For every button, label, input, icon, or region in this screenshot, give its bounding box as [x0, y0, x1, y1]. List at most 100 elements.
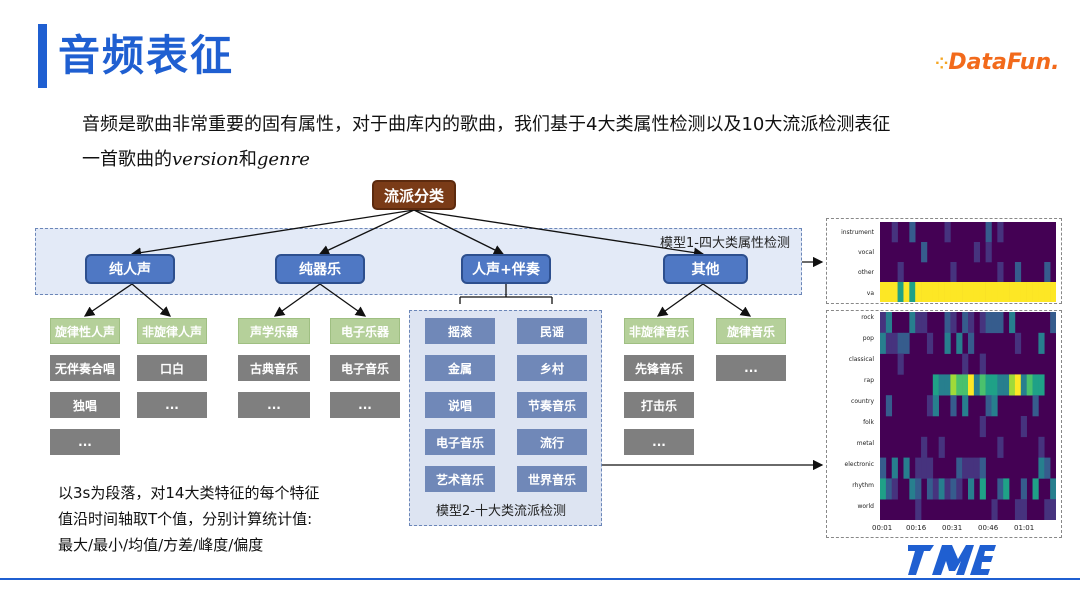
heatmap-cell [1026, 374, 1033, 396]
heatmap-cell [885, 395, 893, 417]
heatmap-cell [897, 332, 904, 354]
heatmap-cell [880, 457, 887, 479]
heatmap-cell [903, 457, 910, 479]
logo-text: DataFun. [948, 50, 1060, 75]
leaf-ellipsis: ... [238, 392, 310, 418]
heatmap-cell [903, 332, 910, 354]
heatmap-cell [891, 332, 898, 354]
heatmap-xtick: 00:31 [942, 524, 963, 532]
heatmap-cell [897, 282, 904, 302]
heatmap-label-va: va [866, 290, 874, 297]
heatmap-cell [973, 282, 981, 302]
leaf-percussion: 打击乐 [624, 392, 694, 418]
heatmap-cell [926, 282, 934, 302]
genre-rhythm: 节奏音乐 [517, 392, 587, 418]
heatmap-xtick: 00:46 [978, 524, 999, 532]
heatmap-cell [1032, 395, 1039, 417]
heatmap-cell [944, 374, 951, 396]
genre-rock: 摇滚 [425, 318, 495, 344]
heatmap-label-classical: classical [848, 356, 874, 363]
leaf-non-melodic-music: 非旋律音乐 [624, 318, 694, 344]
heatmap-xtick: 01:01 [1014, 524, 1035, 532]
heatmap-cell [909, 478, 916, 500]
heatmap-label-instrument: instrument [841, 229, 874, 236]
datafun-logo: ⁘DataFun. [935, 50, 1059, 75]
heatmap-cell [997, 478, 1004, 500]
heatmap-cell [880, 312, 887, 334]
heatmap-label-other: other [858, 269, 874, 276]
heatmap-cell [991, 312, 998, 334]
heatmap-cell [1038, 282, 1045, 302]
heatmap-cell [985, 222, 992, 243]
heatmap-cell [962, 353, 969, 375]
heatmap-cell [915, 457, 922, 479]
heatmap-cell [1050, 312, 1056, 334]
leaf-ellipsis: ... [716, 355, 786, 381]
heatmap-cell [880, 332, 887, 354]
heatmap-cell [968, 332, 975, 354]
heatmap-cell [921, 242, 928, 263]
heatmap-label-rap: rap [864, 377, 874, 384]
heatmap-cell [932, 282, 939, 302]
leaf-ellipsis: ... [330, 392, 400, 418]
heatmap-cell [973, 457, 981, 479]
bottom-rule [0, 578, 1080, 580]
heatmap-cell [985, 312, 992, 334]
heatmap-cell [985, 282, 992, 302]
leaf-ellipsis: ... [624, 429, 694, 455]
model2-label: 模型2-十大类流派检测 [436, 504, 566, 519]
heatmap-cell [973, 374, 981, 396]
leaf-avant-garde: 先锋音乐 [624, 355, 694, 381]
heatmap-cell [921, 436, 928, 458]
heatmap-cell [915, 282, 922, 302]
heatmap-cell [991, 374, 998, 396]
heatmap-label-pop: pop [862, 335, 874, 342]
heatmap-cell [1020, 282, 1027, 302]
heatmap-cell [979, 282, 986, 302]
title-accent-bar [38, 24, 47, 88]
heatmap-cell [950, 282, 957, 302]
heatmap-cell [915, 499, 922, 520]
heatmap-cell [897, 353, 904, 375]
heatmap-cell [968, 282, 975, 302]
heatmap-cell [979, 457, 986, 479]
description-and: 和 [238, 149, 257, 170]
description-version: version [172, 149, 239, 170]
heatmap-cell [968, 457, 975, 479]
heatmap-cell [1020, 478, 1027, 500]
heatmap-cell [956, 478, 963, 500]
heatmap-cell [938, 374, 945, 396]
heatmap-cell [932, 395, 939, 417]
heatmap-cell [932, 478, 939, 500]
genre-country: 乡村 [517, 355, 587, 381]
heatmap-cell [932, 374, 939, 396]
heatmap-label-folk: folk [863, 419, 874, 426]
heatmap-cell [1044, 262, 1051, 283]
heatmap-cell [1014, 282, 1022, 302]
heatmap-cell [968, 374, 975, 396]
heatmap-cell [991, 282, 998, 302]
heatmap-cell [979, 312, 986, 334]
heatmap-cell [1003, 374, 1010, 396]
genre-rap: 说唱 [425, 392, 495, 418]
heatmap-label-metal: metal [856, 440, 874, 447]
heatmap-cell [944, 332, 951, 354]
heatmap-cell [1032, 478, 1039, 500]
heatmap-label-rock: rock [861, 314, 874, 321]
heatmap-cell [1009, 282, 1016, 302]
heatmap-cell [909, 282, 916, 302]
heatmap-cell [950, 374, 957, 396]
heatmap-cell [1009, 374, 1016, 396]
heatmap-cell [1003, 282, 1010, 302]
tme-logo-icon [908, 545, 996, 575]
heatmap-cell [962, 374, 969, 396]
heatmap-cell [1020, 416, 1027, 438]
heatmap-cell [985, 374, 992, 396]
genre-world: 世界音乐 [517, 466, 587, 492]
category-other: 其他 [663, 254, 748, 284]
genre-metal: 金属 [425, 355, 495, 381]
genre-pop: 流行 [517, 429, 587, 455]
heatmap-cell [997, 312, 1004, 334]
heatmap-cell [880, 282, 887, 302]
leaf-classical: 古典音乐 [238, 355, 310, 381]
